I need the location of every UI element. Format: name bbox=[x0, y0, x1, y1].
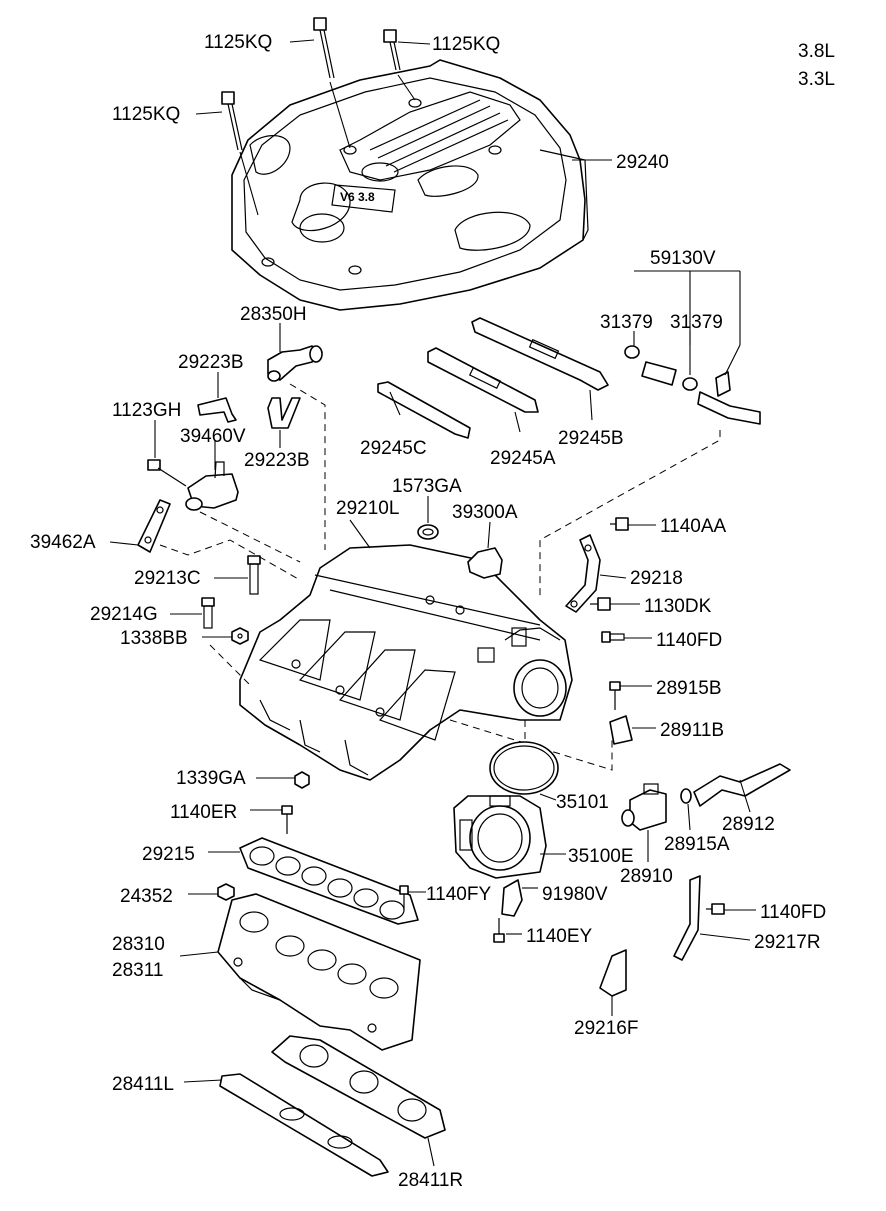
label-29215: 29215 bbox=[142, 844, 195, 865]
label-39460v: 39460V bbox=[180, 426, 246, 447]
label-39462a: 39462A bbox=[30, 532, 96, 553]
hose-29223b-b bbox=[267, 397, 301, 429]
cover-badge-text: V6 3.8 bbox=[340, 190, 375, 204]
gasket-28411r bbox=[271, 1035, 446, 1139]
gasket-1573ga bbox=[417, 524, 439, 540]
engine-option-33: 3.3L bbox=[798, 69, 835, 90]
label-1140fy: 1140FY bbox=[426, 884, 491, 905]
bolt-28915b bbox=[609, 681, 621, 710]
label-28411l: 28411L bbox=[112, 1074, 174, 1095]
bracket-28911b bbox=[609, 715, 633, 745]
label-29214g: 29214G bbox=[90, 604, 158, 625]
intake-manifold-29210l bbox=[239, 544, 573, 781]
bolt-29214g bbox=[201, 597, 215, 629]
label-1125kq-b: 1125KQ bbox=[432, 34, 500, 55]
label-1140aa: 1140AA bbox=[660, 516, 727, 537]
label-29210l: 29210L bbox=[336, 498, 399, 519]
label-1573ga: 1573GA bbox=[392, 476, 462, 497]
bolt-1123gh bbox=[147, 459, 187, 487]
label-28915a: 28915A bbox=[664, 834, 730, 855]
label-35101: 35101 bbox=[556, 792, 609, 813]
label-1140er: 1140ER bbox=[170, 802, 237, 823]
label-31379-b: 31379 bbox=[670, 312, 723, 333]
bolt-1140aa bbox=[610, 517, 629, 531]
bracket-29218 bbox=[565, 534, 601, 613]
label-1140fd-b: 1140FD bbox=[760, 902, 826, 923]
label-29223b-b: 29223B bbox=[244, 450, 310, 471]
bolt-1130dk bbox=[590, 597, 611, 611]
label-28915b: 28915B bbox=[656, 678, 722, 699]
hose-29223b-a bbox=[197, 397, 237, 423]
bolt-1140ey bbox=[493, 918, 505, 943]
bracket-39462a bbox=[137, 499, 171, 553]
pcv-hose-59130v bbox=[624, 345, 761, 425]
nut-1338bb bbox=[231, 627, 249, 645]
label-29245a: 29245A bbox=[490, 448, 556, 469]
label-29223b-a: 29223B bbox=[178, 352, 244, 373]
bolt-29213c bbox=[247, 555, 261, 595]
pcv-valve-28350h bbox=[267, 345, 323, 382]
bracket-29245c bbox=[377, 381, 471, 439]
label-1140ey: 1140EY bbox=[526, 926, 593, 947]
label-28310: 28310 bbox=[112, 934, 165, 955]
label-1140fd-a: 1140FD bbox=[656, 630, 722, 651]
label-28910: 28910 bbox=[620, 866, 673, 887]
nut-24352 bbox=[217, 883, 235, 901]
bolt-1140fd-b bbox=[706, 903, 725, 915]
label-29218: 29218 bbox=[630, 568, 683, 589]
bracket-91980v bbox=[501, 879, 523, 917]
label-35100e: 35100E bbox=[568, 846, 634, 867]
nut-1339ga bbox=[294, 771, 310, 789]
gasket-35101 bbox=[489, 741, 559, 795]
label-91980v: 91980V bbox=[542, 884, 608, 905]
label-31379-a: 31379 bbox=[600, 312, 653, 333]
label-28411r: 28411R bbox=[398, 1170, 463, 1191]
clamp-28915a bbox=[680, 788, 692, 804]
bolt-1125kq-c bbox=[221, 91, 243, 151]
throttle-body-35100e bbox=[453, 795, 547, 879]
bracket-29216f bbox=[599, 949, 627, 997]
label-28311: 28311 bbox=[112, 960, 163, 981]
label-1130dk: 1130DK bbox=[644, 596, 712, 617]
bracket-29245a bbox=[427, 347, 539, 413]
label-28350h: 28350H bbox=[240, 304, 307, 325]
label-1125kq-c: 1125KQ bbox=[112, 104, 180, 125]
solenoid-39460v bbox=[185, 461, 239, 511]
label-29213c: 29213C bbox=[134, 568, 201, 589]
label-29245c: 29245C bbox=[360, 438, 427, 459]
label-1338bb: 1338BB bbox=[120, 628, 188, 649]
bolt-1140fd-a bbox=[601, 631, 625, 643]
label-39300a: 39300A bbox=[452, 502, 518, 523]
bolt-1125kq-b bbox=[383, 29, 401, 71]
bolt-1125kq-a bbox=[313, 17, 335, 79]
label-59130v: 59130V bbox=[650, 248, 716, 269]
valve-28910 bbox=[621, 783, 667, 831]
bracket-29245b bbox=[471, 317, 609, 391]
gasket-29215 bbox=[239, 837, 419, 925]
label-28911b: 28911B bbox=[660, 720, 724, 741]
map-sensor-39300a bbox=[467, 547, 503, 579]
bolt-1140fy bbox=[399, 885, 409, 910]
label-1339ga: 1339GA bbox=[176, 768, 246, 789]
label-29240: 29240 bbox=[616, 152, 669, 173]
label-1125kq-a: 1125KQ bbox=[204, 32, 272, 53]
engine-cover-29240: V6 3.8 bbox=[231, 59, 589, 311]
label-29216f: 29216F bbox=[574, 1018, 638, 1039]
label-29217r: 29217R bbox=[754, 932, 821, 953]
label-1123gh: 1123GH bbox=[112, 400, 181, 421]
lower-manifold-28310 bbox=[217, 893, 421, 1051]
engine-option-38: 3.8L bbox=[798, 41, 835, 62]
gasket-28411l bbox=[219, 1073, 389, 1177]
label-24352: 24352 bbox=[120, 886, 173, 907]
bolt-1140er bbox=[281, 805, 293, 834]
label-29245b: 29245B bbox=[558, 428, 624, 449]
bracket-29217r bbox=[673, 875, 701, 961]
label-28912: 28912 bbox=[722, 814, 775, 835]
